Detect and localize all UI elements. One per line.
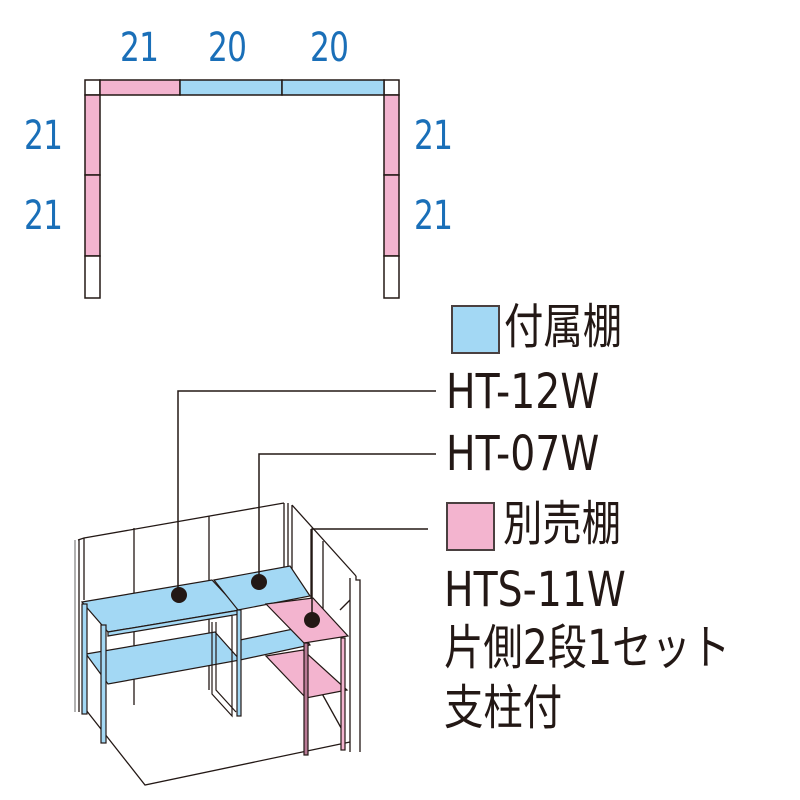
post-front [303, 642, 309, 756]
plan-corner-right [383, 79, 400, 96]
optional-description-line2: 支柱付 [444, 680, 563, 736]
leader-lines [177, 390, 436, 618]
leg [81, 603, 88, 715]
left-dimension-2: 21 [24, 193, 63, 239]
plan-top-segment-optional [99, 79, 181, 96]
shelf-ht12w-bottom [84, 631, 242, 685]
legend-swatch-included [451, 305, 500, 354]
leader-ht07w [258, 453, 436, 580]
left-dimension-1: 21 [24, 113, 63, 159]
plan-view [84, 79, 400, 299]
leader-ht12w [177, 390, 436, 594]
included-shelves [80, 565, 312, 744]
plan-left-end [84, 255, 101, 299]
plan-top-segment-included-2 [281, 79, 385, 96]
marker-ht12w [171, 587, 187, 603]
plan-right-segment-1 [383, 94, 400, 176]
plan-left-segment-1 [84, 94, 101, 176]
optional-description-line1: 片側2段1セット [444, 620, 731, 676]
model-ht07w: HT-07W [446, 426, 600, 482]
post-back [340, 637, 346, 751]
floor-outline [85, 709, 351, 786]
plan-top-segment-included-1 [179, 79, 283, 96]
legend-label-included: 付属棚 [504, 299, 623, 355]
model-hts11w: HTS-11W [444, 562, 626, 618]
top-dimension-1: 21 [120, 25, 159, 71]
top-dimension-2: 20 [208, 25, 247, 71]
marker-hts11w [304, 612, 320, 628]
top-dimension-3: 20 [310, 25, 349, 71]
plan-left-segment-2 [84, 174, 101, 257]
plan-right-end [383, 255, 400, 299]
leg [100, 624, 107, 744]
model-ht12w: HT-12W [446, 364, 600, 420]
plan-corner-left [84, 79, 101, 96]
marker-ht07w [251, 574, 267, 590]
legend-label-optional: 別売棚 [503, 496, 622, 552]
right-dimension-2: 21 [414, 193, 453, 239]
right-dimension-1: 21 [414, 113, 453, 159]
legend-swatch-optional [446, 502, 495, 551]
leader-hts11w [311, 528, 428, 618]
plan-right-segment-2 [383, 174, 400, 257]
